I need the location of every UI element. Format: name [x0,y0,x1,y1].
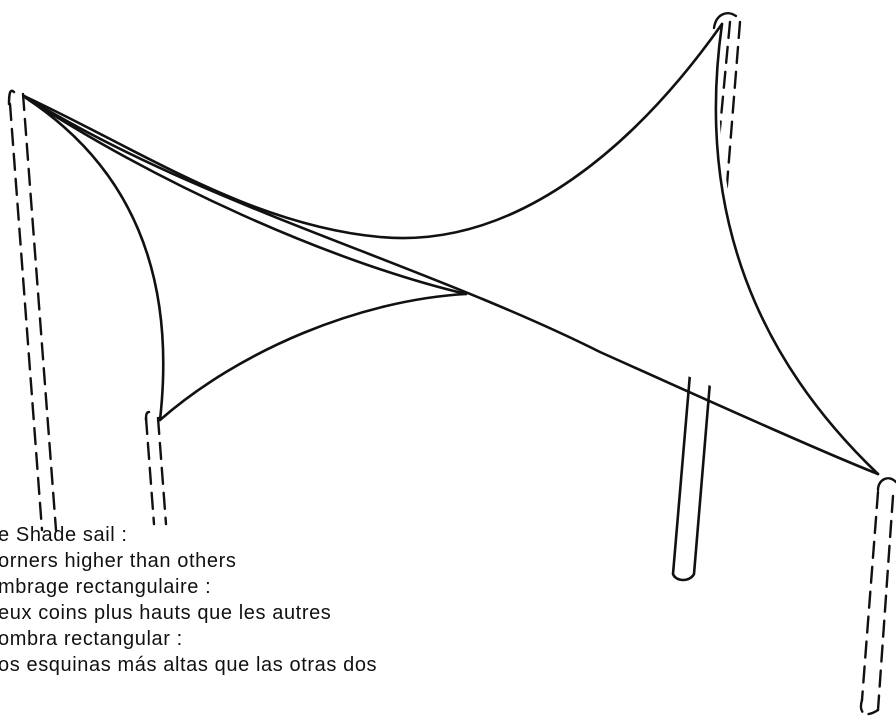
post-left-front [144,410,168,526]
shade-sail [22,22,880,476]
sail-edge-back [22,22,724,240]
post-right-front [859,477,896,716]
sail-fold-lower [158,292,468,422]
sail-edge-right [714,22,880,476]
caption-line-5: ombra rectangular : [0,628,183,650]
sail-fold-upper [22,94,468,296]
post-left-back [7,89,58,532]
sail-edge-left [24,96,165,422]
sail-fill [24,24,878,474]
caption-line-2: orners higher than others [0,550,237,572]
caption-line-6: os esquinas más altas que las otras dos [0,654,378,676]
caption-line-1: e Shade sail : [0,524,128,546]
post-center [671,372,712,582]
caption: e Shade sail : orners higher than others… [0,522,896,725]
caption-line-4: eux coins plus hauts que les autres [0,602,332,624]
sail-edge-front [22,94,880,476]
caption-line-3: mbrage rectangulaire : [0,576,212,598]
